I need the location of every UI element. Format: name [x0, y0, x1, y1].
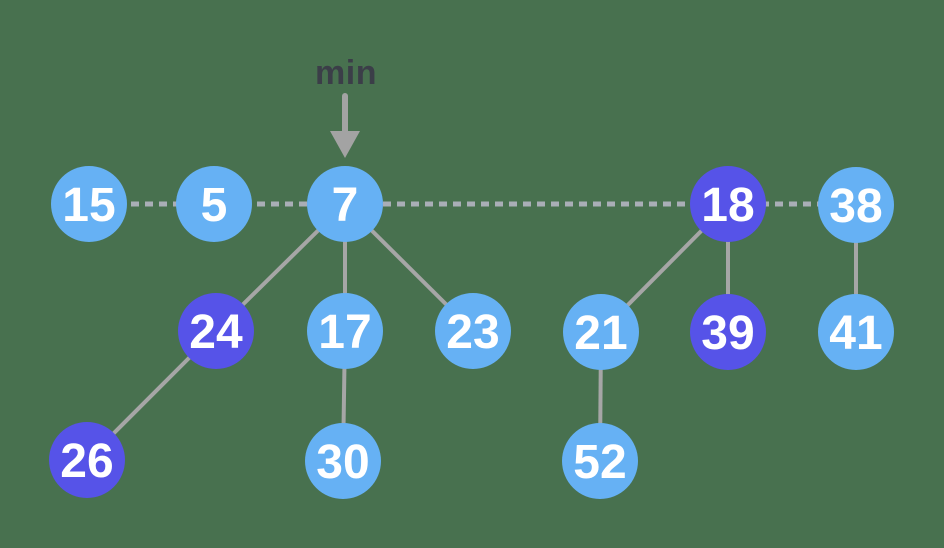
heap-node-26-value: 26	[60, 435, 113, 488]
heap-node-18	[690, 166, 766, 242]
heap-node-23-value: 23	[446, 306, 499, 359]
min-arrow-head-icon	[330, 131, 360, 158]
heap-node-38-value: 38	[829, 180, 882, 233]
heap-node-5-value: 5	[201, 179, 228, 232]
min-label: min	[315, 54, 377, 92]
heap-node-52	[562, 423, 638, 499]
heap-node-39-value: 39	[701, 307, 754, 360]
heap-node-15	[51, 166, 127, 242]
heap-node-41-value: 41	[829, 307, 882, 360]
heap-node-15-value: 15	[62, 179, 115, 232]
heap-node-52-value: 52	[573, 436, 626, 489]
heap-node-30-value: 30	[316, 436, 369, 489]
heap-node-23	[435, 293, 511, 369]
heap-node-21	[563, 294, 639, 370]
heap-node-21-value: 21	[574, 307, 627, 360]
heap-node-30	[305, 423, 381, 499]
heap-node-17	[307, 293, 383, 369]
heap-node-18-value: 18	[701, 179, 754, 232]
heap-node-7-value: 7	[332, 179, 359, 232]
heap-node-7	[307, 166, 383, 242]
heap-node-5	[176, 166, 252, 242]
heap-node-24-value: 24	[189, 306, 243, 359]
heap-node-41	[818, 294, 894, 370]
heap-node-39	[690, 294, 766, 370]
heap-node-26	[49, 422, 125, 498]
heap-node-17-value: 17	[318, 306, 371, 359]
heap-node-24	[178, 293, 254, 369]
heap-node-38	[818, 167, 894, 243]
